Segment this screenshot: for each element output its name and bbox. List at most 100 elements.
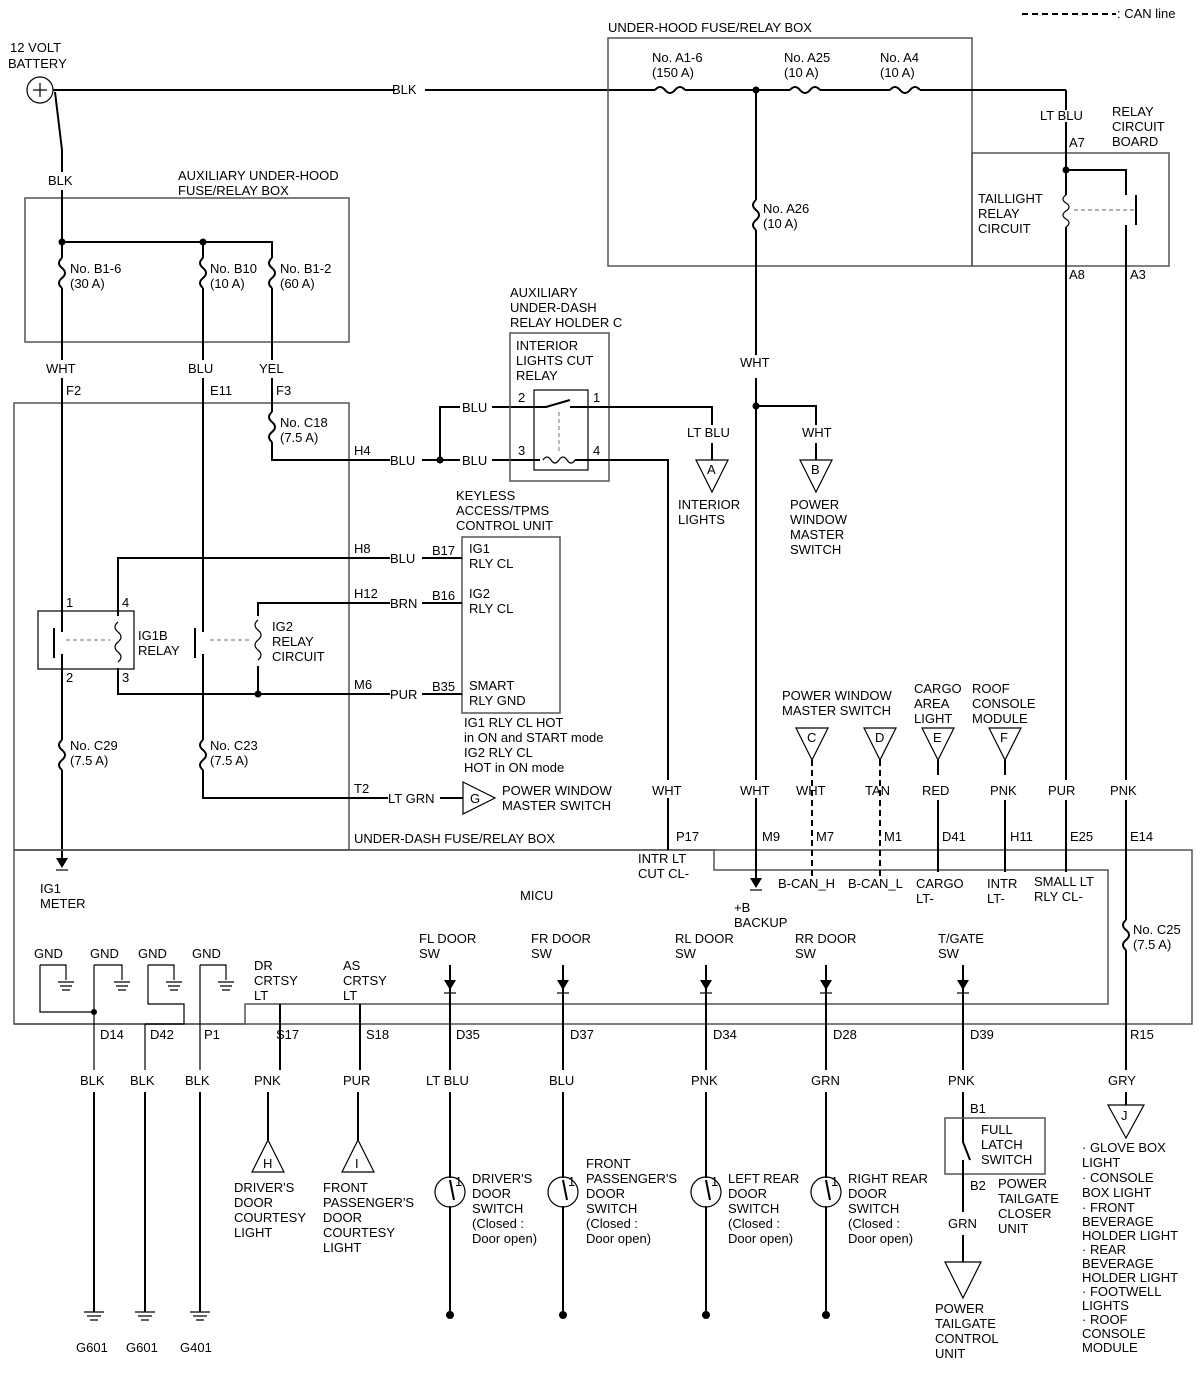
term-b1: B1: [970, 1101, 986, 1116]
fuse-b10-label: No. B10: [210, 261, 257, 276]
ig2-relay-label-3: CIRCUIT: [272, 649, 325, 664]
dsw-driver-5: Door open): [472, 1231, 537, 1246]
connector-triangles: [251, 459, 1146, 1300]
conn-b-label-2: WINDOW: [790, 512, 848, 527]
term-d14: D14: [100, 1027, 124, 1042]
aux-under-dash-label-2: UNDER-DASH: [510, 300, 597, 315]
fuse-b10-rating: (10 A): [210, 276, 245, 291]
fuse-b1-2-rating: (60 A): [280, 276, 315, 291]
term-e14: E14: [1130, 829, 1153, 844]
wire-wht-m7: WHT: [796, 783, 826, 798]
taillight-relay-label-1: TAILLIGHT: [978, 191, 1043, 206]
fuse-a25: [789, 86, 821, 94]
conn-cd-label-2: MASTER SWITCH: [782, 703, 891, 718]
dsw-driver-1: DRIVER'S: [472, 1171, 533, 1186]
term-d37: D37: [570, 1027, 594, 1042]
ground-g601-a: G601: [76, 1340, 108, 1355]
term-a8: A8: [1069, 267, 1085, 282]
dsw-lr-1: LEFT REAR: [728, 1171, 799, 1186]
conn-a-label-2: LIGHTS: [678, 512, 725, 527]
micu-dr-crtsy-3: LT: [254, 988, 268, 1003]
micu-bcan-l: B-CAN_L: [848, 876, 903, 891]
conn-j-label-8: · REAR: [1082, 1242, 1126, 1257]
micu-rr-door-2: SW: [795, 946, 817, 961]
under-hood-box-label: UNDER-HOOD FUSE/RELAY BOX: [608, 20, 812, 35]
wire-brn-h12: BRN: [390, 596, 417, 611]
fuse-a4: [889, 86, 921, 94]
conn-cd-label-1: POWER WINDOW: [782, 688, 892, 703]
relay-board-label-2: CIRCUIT: [1112, 119, 1165, 134]
fuse-b1-2-label: No. B1-2: [280, 261, 331, 276]
micu-ig1-meter-1: IG1: [40, 881, 61, 896]
conn-j-label-4: BOX LIGHT: [1082, 1185, 1151, 1200]
dsw-front-pin: 1: [568, 1174, 575, 1189]
wire-color-labels: BLK BLK LT BLU WHT BLU YEL WHT BLU BLU B…: [46, 82, 1137, 1231]
micu-tgate-2: SW: [938, 946, 960, 961]
wire-gry-r15: GRY: [1108, 1073, 1136, 1088]
conn-h-label-2: DOOR: [234, 1195, 273, 1210]
conn-b-label-1: POWER: [790, 497, 839, 512]
micu-dr-crtsy-1: DR: [254, 958, 273, 973]
term-m6: M6: [354, 677, 372, 692]
wire-pur-m6: PUR: [390, 687, 417, 702]
fuse-c25-rating: (7.5 A): [1133, 937, 1171, 952]
wire-blu-relay-3: BLU: [462, 453, 487, 468]
under-dash-box-label: UNDER-DASH FUSE/RELAY BOX: [354, 831, 555, 846]
fuse-c29-rating: (7.5 A): [70, 753, 108, 768]
micu-intr-1: INTR: [987, 876, 1017, 891]
fuse-b1-6-label: No. B1-6: [70, 261, 121, 276]
dsw-lr-2: DOOR: [728, 1186, 767, 1201]
wire-yel-f3: YEL: [259, 361, 284, 376]
door-switch-symbols: [434, 1160, 842, 1225]
conn-h-label-1: DRIVER'S: [234, 1180, 295, 1195]
term-d39: D39: [970, 1027, 994, 1042]
conn-j-label-15: MODULE: [1082, 1340, 1138, 1355]
micu-intr-lt-cut-1: INTR LT: [638, 851, 686, 866]
keyless-label-2: ACCESS/TPMS: [456, 503, 550, 518]
closer-label-3: CLOSER: [998, 1206, 1051, 1221]
conn-e-label-1: CARGO: [914, 681, 962, 696]
fuse-c18-rating: (7.5 A): [280, 430, 318, 445]
term-h8: H8: [354, 541, 371, 556]
ig1b-pin-1: 1: [66, 595, 73, 610]
ig1-relay-coil-feed-wire: [117, 557, 390, 616]
fuse-b1-6-rating: (30 A): [70, 276, 105, 291]
conn-j-label-9: BEVERAGE: [1082, 1256, 1154, 1271]
micu-backup-1: +B: [734, 900, 750, 915]
keyless-ig2-2: RLY CL: [469, 601, 513, 616]
micu-small-1: SMALL LT: [1034, 874, 1094, 889]
dsw-lr-4: (Closed :: [728, 1216, 780, 1231]
keyless-label-3: CONTROL UNIT: [456, 518, 553, 533]
term-d34: D34: [713, 1027, 737, 1042]
term-d28: D28: [833, 1027, 857, 1042]
wire-pur-e25: PUR: [1048, 783, 1075, 798]
conn-j-letter: J: [1121, 1108, 1128, 1123]
ig1b-relay-label-2: RELAY: [138, 643, 180, 658]
conn-e-label-3: LIGHT: [914, 711, 952, 726]
micu-rr-door-1: RR DOOR: [795, 931, 856, 946]
conn-i-label-2: PASSENGER'S: [323, 1195, 414, 1210]
keyless-smart-2: RLY GND: [469, 693, 526, 708]
fuse-c18: [268, 411, 276, 443]
term-b17: B17: [432, 543, 455, 558]
fuse-b1-2: [268, 257, 276, 289]
keyless-ig1: IG1: [469, 541, 490, 556]
micu-as-crtsy-2: CRTSY: [343, 973, 387, 988]
term-b35: B35: [432, 679, 455, 694]
ig1b-relay: [37, 610, 135, 670]
dsw-rr-pin: 1: [831, 1174, 838, 1189]
wire-pnk-e14: PNK: [1110, 783, 1137, 798]
terminal-labels: F2 E11 F3 H4 H8 H12 M6 T2 B17 B16 B35 A7…: [66, 135, 1154, 1193]
ig2-relay-contact: [194, 618, 204, 730]
micu-backup-2: BACKUP: [734, 915, 787, 930]
connector-labels: A INTERIOR LIGHTS B POWER WINDOW MASTER …: [234, 462, 1178, 1355]
wire-grn-d28: GRN: [811, 1073, 840, 1088]
term-h11: H11: [1010, 829, 1033, 844]
wiring-lines: [13, 13, 1193, 1321]
relay-board-label-3: BOARD: [1112, 134, 1158, 149]
wire-blu-relay-2: BLU: [462, 400, 487, 415]
dsw-front-1: FRONT: [586, 1156, 631, 1171]
can-line-legend: : CAN line: [1117, 6, 1176, 21]
